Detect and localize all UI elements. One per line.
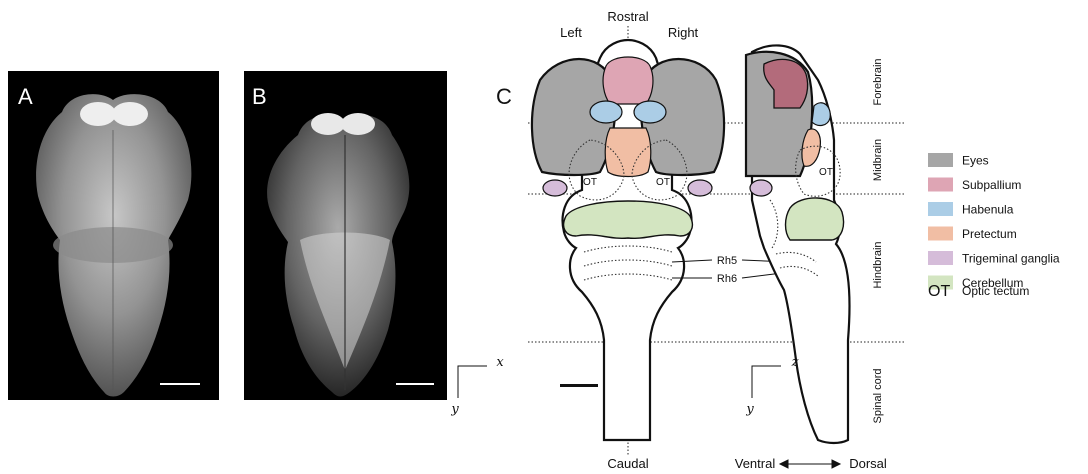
legend-label: Subpallium	[962, 178, 1021, 192]
right-label: Right	[668, 25, 699, 40]
spinal-cord-label: Spinal cord	[872, 368, 884, 423]
legend-label: Habenula	[962, 203, 1014, 217]
trigeminal-left	[543, 180, 567, 196]
legend-swatch	[928, 153, 953, 167]
habenula-side	[812, 103, 830, 126]
scale-bar-a	[160, 383, 200, 385]
cerebellum-top	[564, 201, 693, 238]
habenula-left	[590, 101, 622, 123]
left-label: Left	[560, 25, 582, 40]
rostral-label: Rostral	[607, 9, 648, 24]
hindbrain-label: Hindbrain	[872, 241, 884, 288]
legend-label: Pretectum	[962, 227, 1017, 241]
axis-xy-top	[458, 366, 487, 398]
legend: EyesSubpalliumHabenulaPretectumTrigemina…	[928, 153, 1060, 290]
rh6-label: Rh6	[717, 273, 737, 285]
dorsal-label: Dorsal	[849, 456, 887, 471]
trigeminal-side	[750, 180, 772, 196]
ot-side-label: OT	[819, 167, 833, 178]
forebrain-label: Forebrain	[872, 58, 884, 105]
axis-z-label: z	[791, 355, 799, 370]
trigeminal-right	[688, 180, 712, 196]
midbrain-label: Midbrain	[872, 139, 884, 181]
legend-swatch	[928, 251, 953, 265]
legend-ot-symbol: OT	[928, 283, 950, 300]
rh5-label: Rh5	[717, 255, 737, 267]
legend-swatch	[928, 178, 953, 192]
axis-y-label-top: y	[450, 402, 459, 417]
legend-label: Eyes	[962, 154, 989, 168]
legend-label: Trigeminal ganglia	[962, 252, 1060, 266]
axis-y-label-side: y	[745, 402, 754, 417]
legend-swatch	[928, 227, 953, 241]
panel-b-label: B	[252, 84, 267, 109]
axis-zy-side	[752, 366, 781, 398]
scale-bar-c	[560, 384, 598, 387]
subpallium-top	[603, 57, 653, 104]
axis-x-label: x	[496, 355, 504, 370]
pretectum-top	[605, 128, 651, 177]
panel-c-label: C	[496, 84, 512, 109]
panel-a-label: A	[18, 84, 33, 109]
ventral-label: Ventral	[735, 456, 776, 471]
legend-ot-label: Optic tectum	[962, 284, 1029, 298]
caudal-label: Caudal	[607, 456, 648, 471]
panel-b-image	[244, 71, 447, 400]
cerebellum-side	[786, 198, 844, 240]
ot-right-label: OT	[656, 177, 670, 188]
ventral-dorsal-arrow	[780, 460, 840, 468]
panel-a-image	[8, 71, 219, 400]
ot-left-label: OT	[583, 177, 597, 188]
habenula-right	[634, 101, 666, 123]
scale-bar-b	[396, 383, 434, 385]
legend-swatch	[928, 202, 953, 216]
